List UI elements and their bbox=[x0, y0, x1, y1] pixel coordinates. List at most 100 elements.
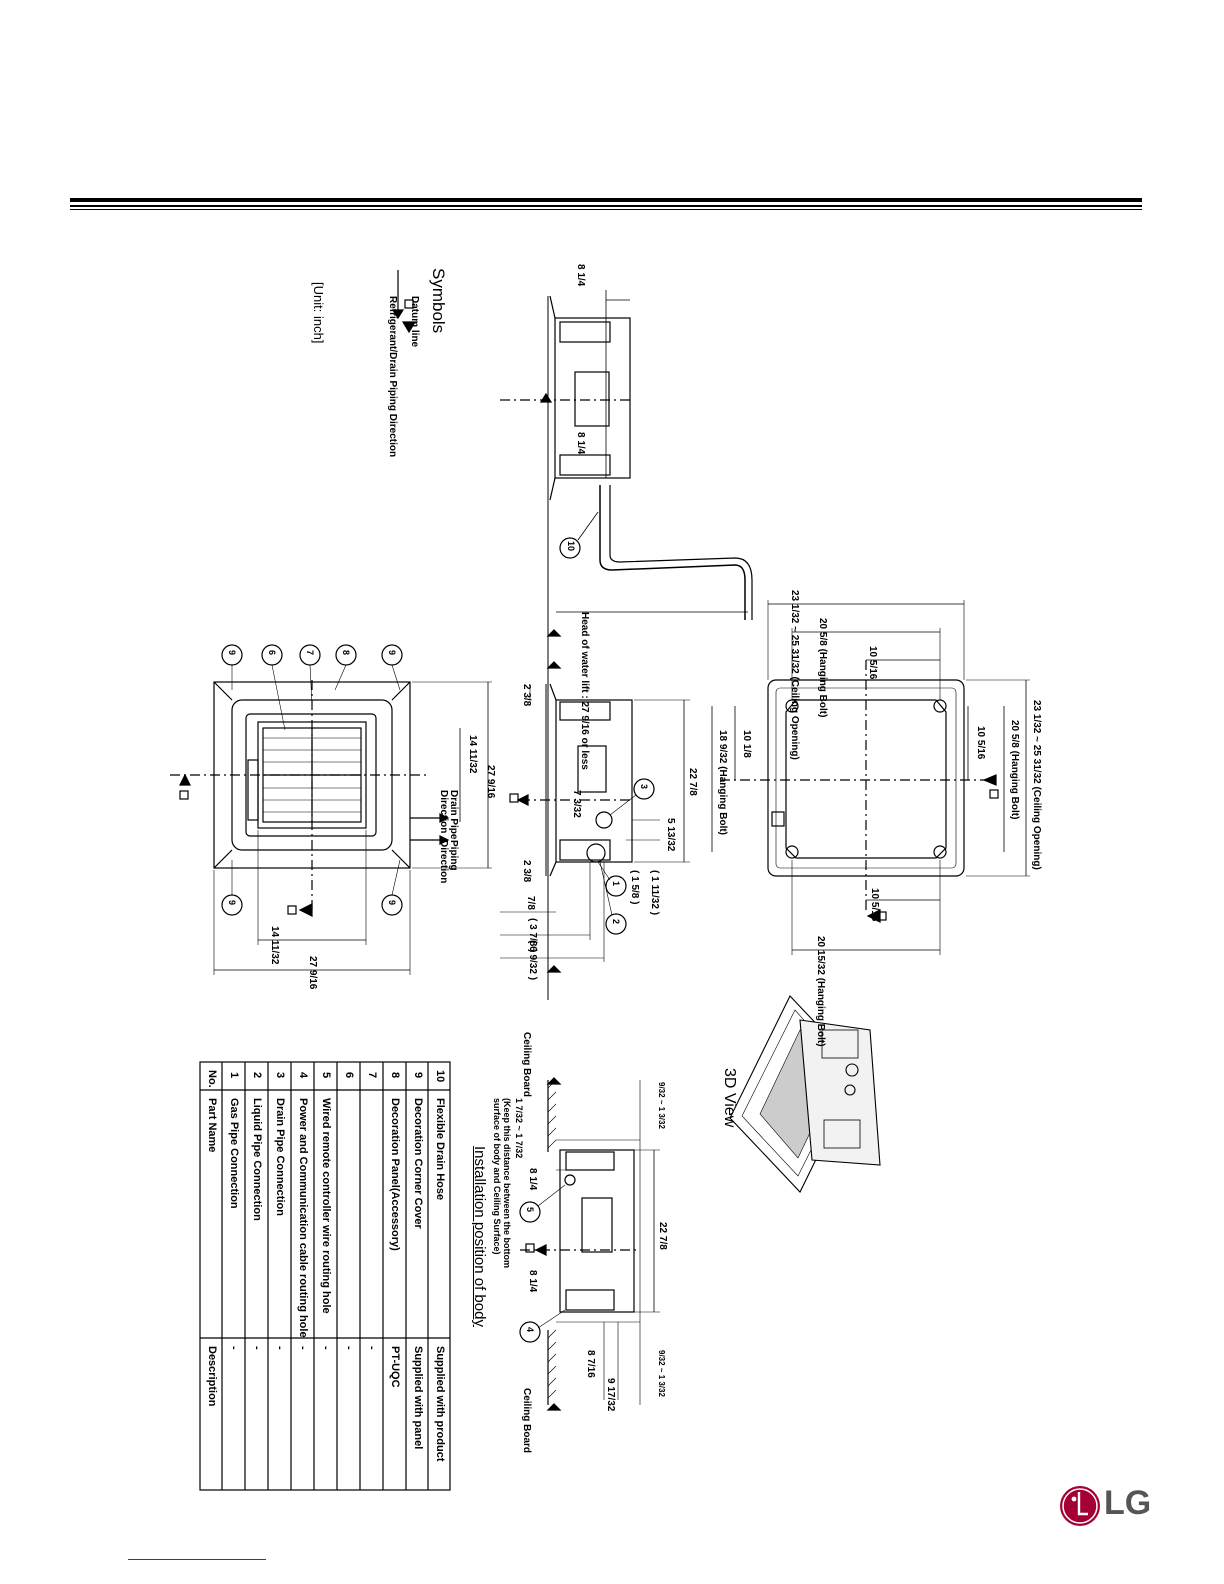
keep-note-2: surface of body and Ceiling Surface) bbox=[492, 1098, 502, 1255]
hanging-bolt-top: 20 5/8 (Hanging Bolt) bbox=[817, 618, 828, 718]
marker-7-label: 7 bbox=[305, 650, 315, 656]
symbol-datum-label: Datum line bbox=[409, 296, 420, 348]
footer-link-line bbox=[128, 1559, 266, 1560]
table-row-no: 3 bbox=[274, 1072, 286, 1079]
marker-1-label: 1 bbox=[611, 881, 621, 887]
dim-side-mid: 8 1/4 bbox=[575, 432, 586, 455]
table-row-desc: PT-UQC bbox=[389, 1346, 401, 1388]
table-row-name: Decoration Corner Cover bbox=[412, 1098, 424, 1229]
table-row-no: 8 bbox=[389, 1072, 401, 1079]
ceiling-opening-right: 23 1/32 ~ 25 31/32 (Ceiling Opening) bbox=[1031, 700, 1042, 870]
dim-front-e: 2 3/8 bbox=[521, 860, 532, 883]
table-header-name: Part Name bbox=[206, 1098, 218, 1153]
top-view-drawing bbox=[170, 644, 492, 975]
dim-front-j: ( 1 11/32 ) bbox=[649, 870, 660, 916]
table-row-desc: - bbox=[320, 1346, 332, 1350]
marker-9d-label: 9 bbox=[387, 900, 397, 906]
header-rule-thick bbox=[70, 198, 1142, 202]
head-of-water-lift: Head of water lift : 27 9/16 or less bbox=[579, 612, 590, 770]
dim-top-width: 27 9/16 bbox=[307, 956, 318, 990]
table-row-desc: - bbox=[297, 1346, 309, 1350]
table-row-no: 5 bbox=[320, 1072, 332, 1079]
front-view-drawing bbox=[500, 683, 690, 973]
dim-top-height: 27 9/16 bbox=[485, 765, 496, 799]
table-row-name: Drain Pipe Connection bbox=[274, 1098, 286, 1216]
dim-front-f: 7/8 bbox=[525, 896, 536, 910]
dim-install-right: 8 1/4 bbox=[527, 1270, 538, 1293]
dim-front-d: 5 13/32 bbox=[665, 818, 676, 852]
ceiling-opening-top: 23 1/32 ~ 25 31/32 (Ceiling Opening) bbox=[789, 590, 800, 760]
table-header-no: No. bbox=[206, 1070, 218, 1088]
drain-pipe-direction-label: Drain Pipe Direction bbox=[438, 790, 459, 840]
marker-3-label: 3 bbox=[639, 784, 649, 790]
table-row-name: Flexible Drain Hose bbox=[434, 1098, 446, 1201]
datum-triangle-icon bbox=[401, 321, 417, 334]
3d-view-drawing bbox=[729, 995, 881, 1193]
header-rule-thin bbox=[70, 205, 1142, 207]
marker-9a-label: 9 bbox=[227, 650, 237, 656]
table-row-no: 1 bbox=[228, 1072, 240, 1079]
table-row-no: 6 bbox=[343, 1072, 355, 1079]
table-row-desc: - bbox=[251, 1346, 263, 1350]
table-row-name: Gas Pipe Connection bbox=[228, 1098, 240, 1209]
hanging-bolt-right: 20 5/8 (Hanging Bolt) bbox=[1009, 720, 1020, 820]
symbols-title: Symbols bbox=[429, 268, 448, 334]
marker-2-label: 2 bbox=[611, 919, 621, 925]
dim-install-tiny-2: 9/32 ~ 1 3/32 bbox=[657, 1350, 666, 1397]
marker-9b-label: 9 bbox=[387, 650, 397, 656]
half-bottom: 10 5/16 bbox=[869, 888, 880, 922]
keep-note-1: (Keep this distance between the bottom bbox=[502, 1098, 512, 1269]
table-row-no: 7 bbox=[366, 1072, 378, 1079]
table-row-desc: - bbox=[274, 1346, 286, 1350]
marker-8-label: 8 bbox=[341, 650, 351, 656]
header-rule-thin-2 bbox=[70, 209, 1142, 210]
dim-install-center: 22 7/8 bbox=[657, 1222, 668, 1250]
table-row-no: 4 bbox=[297, 1072, 309, 1079]
dim-install-left: 8 1/4 bbox=[527, 1168, 538, 1191]
dim-front-c: 22 7/8 bbox=[687, 768, 698, 796]
marker-5-label: 5 bbox=[525, 1207, 535, 1213]
hanging-bolt-left: 18 9/32 (Hanging Bolt) bbox=[717, 730, 728, 836]
dim-side-top: 8 1/4 bbox=[575, 264, 586, 287]
half-left: 10 1/8 bbox=[741, 730, 752, 758]
piping-direction-label: Piping Direction bbox=[438, 840, 459, 884]
table-row-desc: - bbox=[366, 1346, 378, 1350]
table-row-desc: Supplied with panel bbox=[412, 1346, 424, 1450]
marker-9c-label: 9 bbox=[227, 900, 237, 906]
marker-10-label: 10 bbox=[566, 541, 576, 552]
table-row-name: Wired remote controller wire routing hol… bbox=[320, 1098, 332, 1314]
dim-front-i: ( 1 5/8 ) bbox=[629, 870, 640, 905]
marker-6-label: 6 bbox=[267, 650, 277, 656]
lg-logo-icon bbox=[1060, 1486, 1100, 1526]
half-top: 10 5/16 bbox=[867, 646, 878, 680]
table-row-name: Power and Communication cable routing ho… bbox=[297, 1098, 309, 1338]
table-row-no: 9 bbox=[412, 1072, 424, 1079]
dim-front-a: 2 3/8 bbox=[521, 684, 532, 707]
ceiling-board-right: Ceiling Board bbox=[521, 1388, 532, 1454]
3d-view-label: 3D View bbox=[721, 1068, 738, 1128]
table-row-name: Decoration Panel(Accessory) bbox=[389, 1098, 401, 1251]
hanging-bolt-bottom: 20 15/32 (Hanging Bolt) bbox=[815, 936, 826, 1047]
symbol-piping-label: Refrigerant/Drain Piping Direction bbox=[387, 296, 398, 458]
table-row-name: Liquid Pipe Connection bbox=[251, 1098, 263, 1221]
installation-drawing bbox=[519, 1077, 660, 1411]
table-row-desc: - bbox=[343, 1346, 355, 1350]
dim-install-tiny-1: 9/32 ~ 1 3/32 bbox=[657, 1082, 666, 1129]
table-header-desc: Description bbox=[206, 1346, 218, 1407]
dim-front-b: 7 3/32 bbox=[571, 790, 582, 818]
table-row-desc: - bbox=[228, 1346, 240, 1350]
marker-10-icon bbox=[559, 537, 581, 559]
half-right: 10 5/16 bbox=[975, 726, 986, 760]
ceiling-plan-drawing bbox=[711, 600, 1030, 955]
parts-table-frame bbox=[199, 1061, 451, 1491]
dim-install-right3: 9 17/32 bbox=[605, 1378, 616, 1412]
dim-top-inner-w: 14 11/32 bbox=[269, 926, 280, 965]
lg-logo-text: LG bbox=[1104, 1484, 1152, 1522]
marker-4-label: 4 bbox=[525, 1327, 535, 1333]
installation-title: Installation position of body bbox=[471, 1146, 488, 1327]
dim-front-h: ( 6 9/32 ) bbox=[527, 940, 538, 981]
table-row-desc: Supplied with product bbox=[434, 1346, 446, 1462]
dim-gap: 1 7/32 ~ 1 7/32 bbox=[514, 1098, 524, 1159]
table-row-no: 2 bbox=[251, 1072, 263, 1079]
